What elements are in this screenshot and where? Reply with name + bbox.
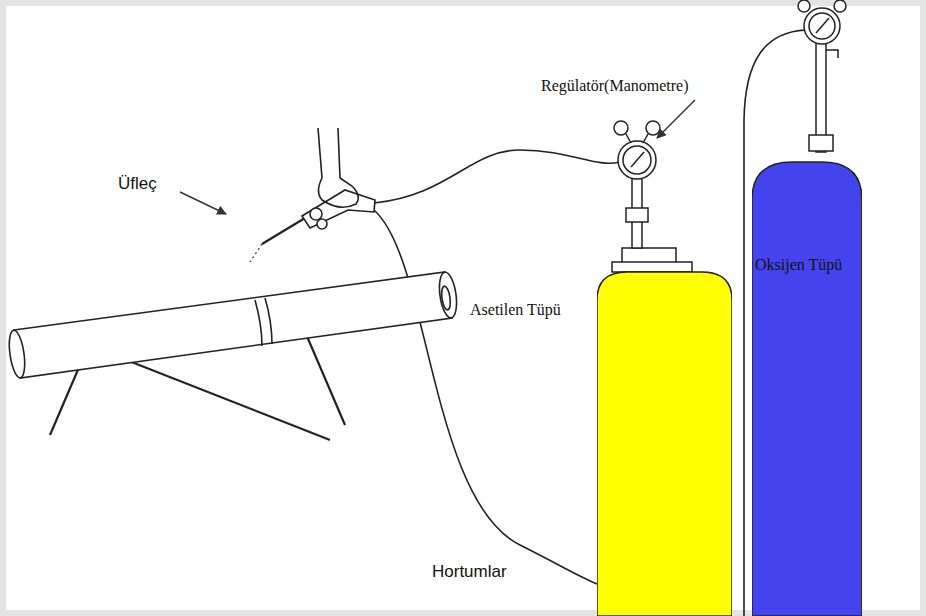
pressure-gauge: [618, 141, 656, 179]
hand: [318, 128, 358, 207]
cylinder-collar: [612, 262, 692, 272]
leader-arrow: [180, 192, 226, 214]
pipe-end: [437, 271, 459, 319]
acetylene-hose: [374, 150, 620, 203]
part-label: Hortumlar: [432, 562, 507, 582]
regulator-knob: [798, 0, 810, 12]
torch-valve: [310, 208, 322, 220]
knob-stem: [626, 134, 648, 143]
regulator-knob: [614, 121, 628, 135]
cylinder-label: Asetilen Tüpü: [470, 300, 561, 319]
pipe-bore: [440, 286, 451, 311]
pipe-end: [7, 329, 28, 378]
pipe: [14, 272, 452, 378]
regulator-knob: [834, 0, 846, 12]
valve-handle: [826, 50, 838, 58]
torch-tip: [262, 218, 305, 244]
regulator-knob: [646, 121, 660, 135]
cylinder-valve: [809, 135, 833, 151]
part-label: Regülatör(Manometre): [541, 76, 689, 95]
hose: [374, 210, 600, 585]
leader-arrow: [657, 100, 695, 138]
part-label: Üfleç: [118, 174, 157, 194]
torch-handle: [302, 190, 375, 228]
cylinder-outline: [752, 150, 862, 616]
oxygen-cylinder: Oksijen Tüpü: [752, 150, 862, 616]
torch-valve: [317, 219, 327, 229]
regulator-body: [626, 208, 648, 222]
gauge-dial: [809, 13, 835, 39]
pressure-gauge: [804, 8, 840, 44]
gauge-needle: [816, 18, 829, 33]
flame: [250, 244, 262, 262]
weld-seam: [255, 298, 272, 346]
gauge-dial: [623, 146, 651, 174]
acetylene-cylinder: Asetilen Tüpü: [597, 262, 732, 616]
gauge-needle: [631, 152, 644, 167]
cylinder-label: Oksijen Tüpü: [755, 255, 842, 274]
cylinder-outline: [597, 262, 732, 616]
